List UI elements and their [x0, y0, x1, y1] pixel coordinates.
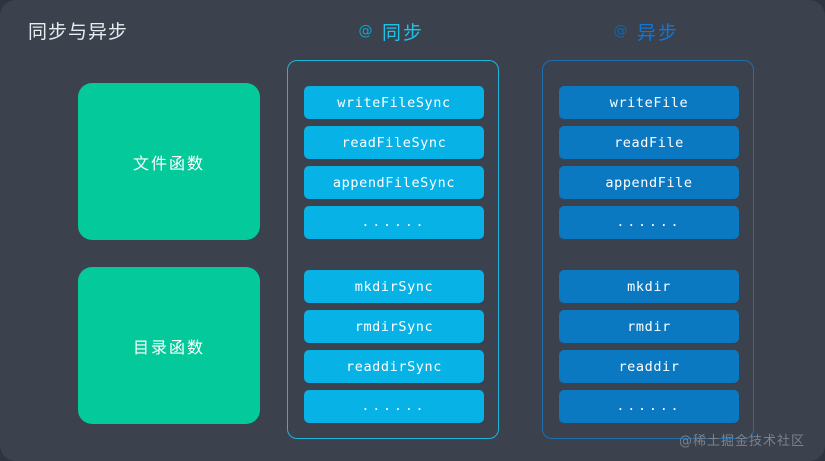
category-box-file-label: 文件函数	[132, 153, 205, 173]
function-item[interactable]: readFile	[559, 126, 739, 159]
function-item[interactable]: rmdirSync	[304, 310, 484, 343]
function-item[interactable]: mkdirSync	[304, 270, 484, 303]
category-box-file: 文件函数	[78, 83, 260, 240]
function-item[interactable]: appendFileSync	[304, 166, 484, 199]
function-item[interactable]: appendFile	[559, 166, 739, 199]
function-item-ellipsis[interactable]: ......	[559, 390, 739, 423]
function-item[interactable]: writeFileSync	[304, 86, 484, 119]
at-circle-icon: @	[613, 23, 628, 39]
group-sync: writeFileSync readFileSync appendFileSyn…	[287, 60, 499, 439]
watermark: @稀土掘金技术社区	[678, 434, 805, 449]
async-file-function-list: writeFile readFile appendFile ......	[559, 86, 739, 239]
function-item-ellipsis[interactable]: ......	[304, 390, 484, 423]
sync-directory-function-list: mkdirSync rmdirSync readdirSync ......	[304, 270, 484, 423]
category-box-directory-label: 目录函数	[132, 337, 205, 357]
column-header-async-label: 异步	[637, 22, 680, 44]
column-header-sync: @ 同步	[358, 18, 424, 45]
function-item-ellipsis[interactable]: ......	[559, 206, 739, 239]
function-item[interactable]: readdir	[559, 350, 739, 383]
column-header-async: @ 异步	[613, 18, 679, 45]
function-item[interactable]: readFileSync	[304, 126, 484, 159]
function-item[interactable]: readdirSync	[304, 350, 484, 383]
function-item-ellipsis[interactable]: ......	[304, 206, 484, 239]
sync-file-function-list: writeFileSync readFileSync appendFileSyn…	[304, 86, 484, 239]
page-title: 同步与异步	[28, 21, 129, 43]
column-header-sync-label: 同步	[382, 22, 425, 44]
async-directory-function-list: mkdir rmdir readdir ......	[559, 270, 739, 423]
function-item[interactable]: mkdir	[559, 270, 739, 303]
at-circle-icon: @	[358, 23, 373, 39]
function-item[interactable]: rmdir	[559, 310, 739, 343]
function-item[interactable]: writeFile	[559, 86, 739, 119]
group-async: writeFile readFile appendFile ...... mkd…	[542, 60, 754, 439]
category-box-directory: 目录函数	[78, 267, 260, 424]
